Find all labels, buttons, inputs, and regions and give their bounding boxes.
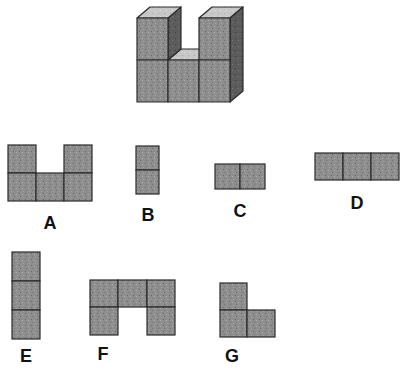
shape-letter: E <box>20 347 32 365</box>
shape-letter: C <box>234 202 247 220</box>
shape-g <box>220 283 275 337</box>
shape-letter: A <box>44 214 57 232</box>
shape-c <box>215 164 265 189</box>
shape-letter: G <box>225 347 239 365</box>
shape-d <box>315 153 399 180</box>
shape-f <box>90 280 175 335</box>
shape-letter: D <box>351 194 364 212</box>
cube-figure <box>137 7 243 102</box>
shape-e <box>12 252 40 339</box>
shape-letter: F <box>98 345 109 363</box>
shape-letter: B <box>142 206 155 224</box>
shape-a <box>8 145 92 201</box>
shape-b <box>136 146 159 194</box>
